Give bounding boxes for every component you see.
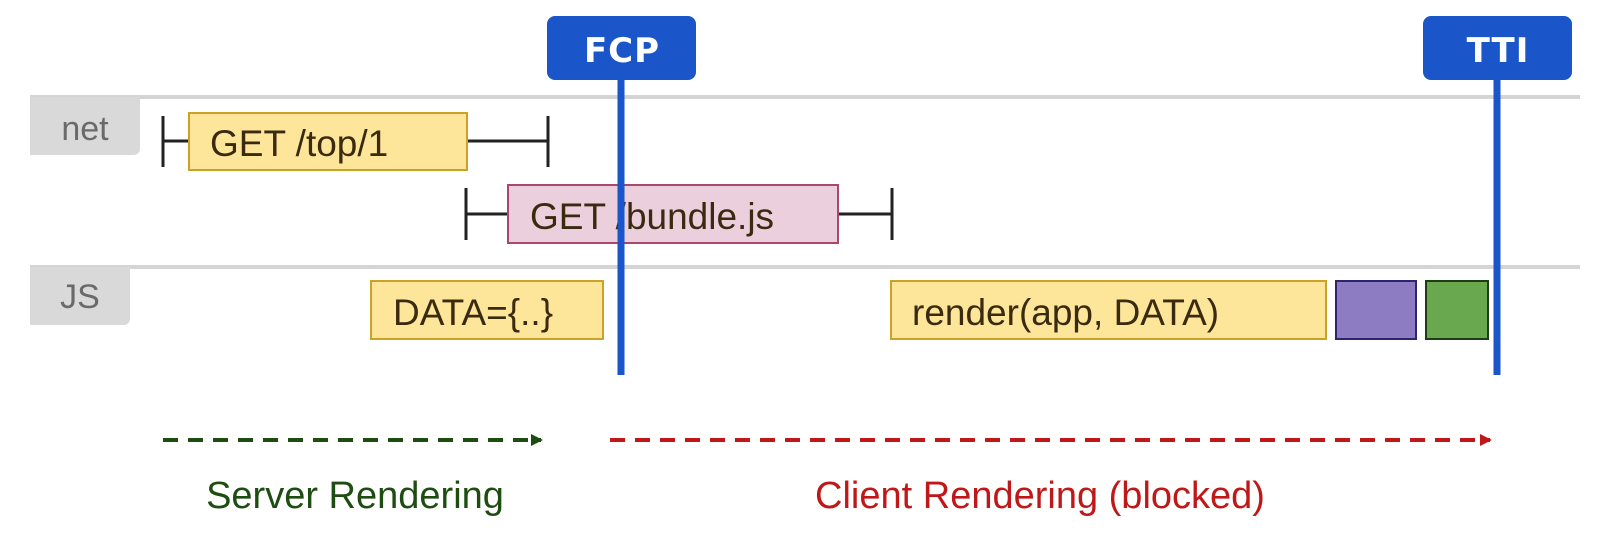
js-task-purple-block [1335,280,1417,340]
server-rendering-label: Server Rendering [206,475,504,517]
fcp-marker: FCP [547,16,696,375]
js-lane-text: JS [60,278,100,316]
fcp-label: FCP [584,31,660,71]
client-rendering-label: Client Rendering (blocked) [815,475,1265,517]
js-task-data-box [370,280,604,340]
request-box-top [188,112,468,171]
js-task-render-label: render(app, DATA) [912,292,1219,333]
request-box-bundle [507,184,839,244]
tti-badge [1423,16,1572,80]
js-task-render: render(app, DATA) [890,280,1327,340]
fcp-badge [547,16,696,80]
js-task-green-block [1425,280,1489,340]
request-label-top: GET /top/1 [210,123,388,164]
js-task-data: DATA={..} [370,280,604,340]
tti-label: TTI [1467,31,1530,71]
net-lane-text: net [61,110,109,148]
request-get-bundle: GET /bundle.js [464,184,894,244]
net-lane-label: net [30,97,140,155]
js-lane-label: JS [30,267,130,325]
js-task-render-box [890,280,1327,340]
tti-marker: TTI [1423,16,1572,375]
request-label-bundle: GET /bundle.js [530,196,774,237]
js-task-data-label: DATA={..} [393,292,553,333]
request-get-top: GET /top/1 [161,112,550,171]
